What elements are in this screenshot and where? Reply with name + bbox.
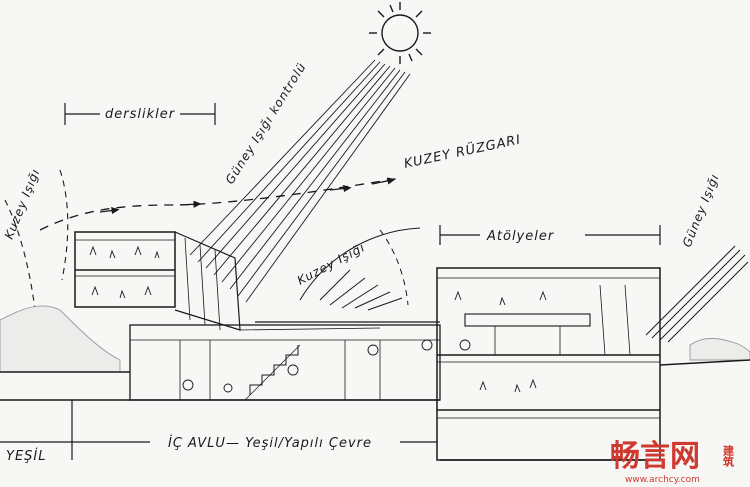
left-north-light-arcs	[4, 169, 69, 311]
wind-arrow-4	[371, 177, 396, 185]
sun-icon	[369, 2, 431, 64]
ic-avlu-label: İÇ AVLU— Yeşil/Yapılı Çevre	[168, 435, 372, 451]
center-north-light-arcs	[299, 227, 421, 311]
kuzey-isigi-left-label: Kuzey Işığı	[2, 166, 43, 241]
wind-path	[39, 177, 401, 231]
wind-arrow-2	[179, 200, 202, 208]
derslikler-label: derslikler	[105, 107, 176, 122]
wind-arrow-3	[329, 184, 352, 193]
gunes-isigi-kontrolu-label: Güney Işığı kontrolü	[223, 60, 309, 187]
background-hills	[0, 305, 750, 373]
left-classroom-building	[74, 231, 241, 331]
derslikler-dimension	[64, 103, 216, 125]
yesil-label: YEŞİL	[6, 448, 46, 464]
right-sunlight-rays	[645, 245, 749, 343]
gunes-isigi-right-label: Güney Işığı	[680, 172, 722, 249]
kuzey-isigi-center-label: Kuzey Işığı	[295, 240, 368, 287]
watermark-url: www.archcy.com	[625, 475, 700, 485]
wind-arrow-1	[99, 206, 120, 215]
sunlight-rays	[189, 59, 411, 303]
atolyeler-label: Atölyeler	[486, 229, 555, 244]
watermark-logo: 畅言网 建筑 www.archcy.com	[610, 439, 735, 485]
central-courtyard	[129, 321, 441, 401]
watermark-brand: 畅言网	[610, 439, 700, 474]
watermark-side: 建筑	[722, 444, 735, 468]
atolyeler-dimension	[439, 225, 661, 245]
yesil-dimension	[0, 400, 437, 460]
right-workshop-building	[436, 267, 661, 461]
kuzey-ruzgari-label: KUZEY RÜZGARI	[402, 130, 522, 171]
